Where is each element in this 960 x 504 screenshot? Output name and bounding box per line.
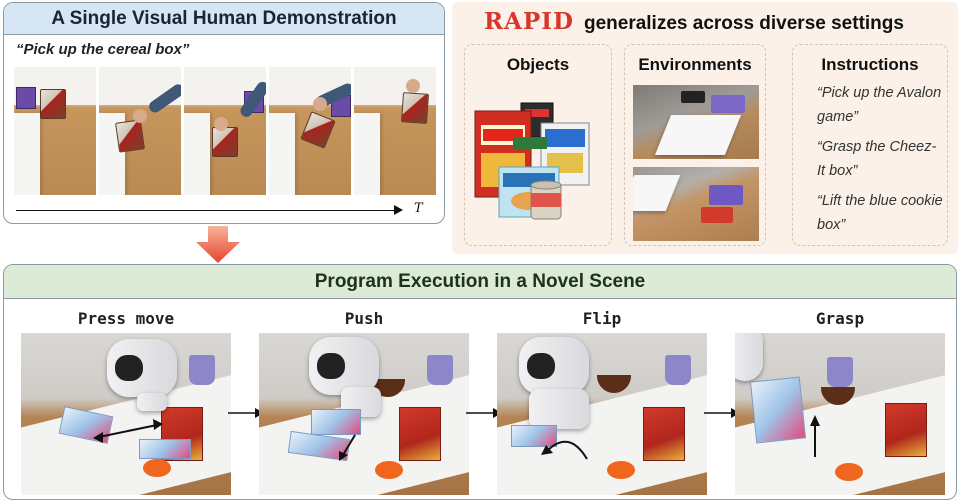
- timeline-label: T: [414, 201, 423, 216]
- step-scene-push: [259, 333, 469, 495]
- step-scene-grasp: [735, 333, 945, 495]
- step-label-grasp: Grasp: [815, 309, 865, 328]
- step-label-push: Push: [344, 309, 384, 328]
- objects-pile-illustration: [474, 102, 590, 220]
- demo-frame-4: [269, 67, 351, 195]
- rapid-logo: RAPID: [484, 8, 574, 35]
- instructions-title: Instructions: [821, 55, 919, 74]
- down-arrow-icon: [196, 226, 240, 263]
- timeline-axis: [16, 210, 398, 211]
- step-scene-flip: [497, 333, 707, 495]
- step-label-flip: Flip: [582, 309, 622, 328]
- demo-frame-2: [99, 67, 181, 195]
- demonstration-title: A Single Visual Human Demonstration: [4, 3, 444, 35]
- timeline-arrowhead: [394, 205, 403, 215]
- environment-image-1: [633, 85, 759, 159]
- environments-title: Environments: [638, 55, 752, 74]
- instruction-item-1: “Pick up the Avalon game”: [817, 85, 942, 125]
- demo-frame-1: [14, 67, 96, 195]
- demonstration-instruction: “Pick up the cereal box”: [16, 41, 190, 58]
- step-scene-press-move: [21, 333, 231, 495]
- rapid-generalization-panel: RAPID generalizes across diverse setting…: [452, 2, 958, 254]
- instruction-item-3: “Lift the blue cookie box”: [817, 193, 943, 233]
- objects-column: Objects: [464, 44, 612, 246]
- objects-title: Objects: [506, 55, 570, 74]
- environments-column: Environments: [624, 44, 766, 246]
- program-execution-title: Program Execution in a Novel Scene: [4, 265, 956, 299]
- rapid-title: RAPID generalizes across diverse setting…: [484, 8, 904, 35]
- instructions-column: Instructions “Pick up the Avalon game” “…: [792, 44, 948, 246]
- environment-image-2: [633, 167, 759, 241]
- demonstration-panel: A Single Visual Human Demonstration “Pic…: [3, 2, 445, 224]
- demo-frame-5: [354, 67, 436, 195]
- instruction-item-2: “Grasp the Cheez-It box”: [817, 139, 937, 179]
- step-label-press-move: Press move: [77, 309, 175, 328]
- demo-frame-3: [184, 67, 266, 195]
- rapid-tagline: generalizes across diverse settings: [583, 13, 904, 34]
- program-execution-panel: Program Execution in a Novel Scene Press…: [3, 264, 957, 500]
